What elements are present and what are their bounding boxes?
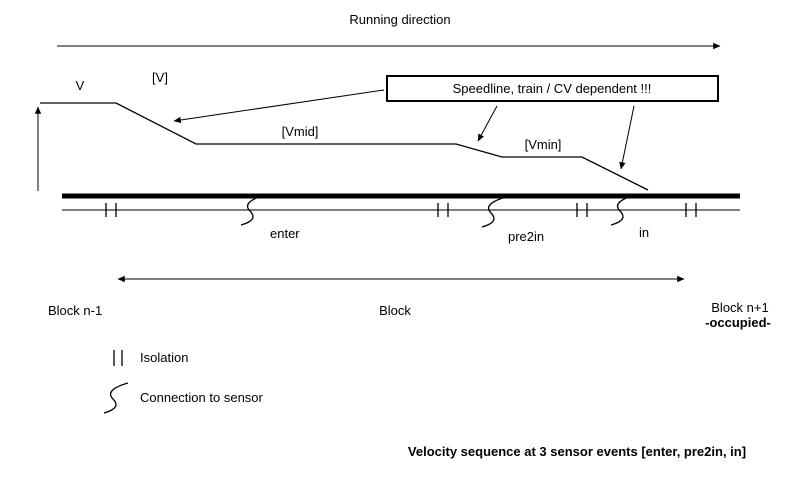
speedline-note-text: Speedline, train / CV dependent !!!	[453, 81, 652, 96]
note-pointer-arrow-2	[477, 105, 498, 142]
isolation-mark-4	[685, 203, 697, 217]
legend-isolation-icon	[113, 350, 123, 366]
legend-sensor-icon	[103, 382, 129, 414]
vmin-label: [Vmin]	[525, 137, 562, 152]
note-pointer-arrow-1	[173, 89, 385, 124]
legend-isolation-label: Isolation	[140, 350, 188, 365]
sensor-in-label: in	[639, 225, 649, 240]
isolation-mark-2	[437, 203, 449, 217]
vmid-label: [Vmid]	[282, 124, 319, 139]
v-label: [V]	[152, 70, 168, 85]
block-n-plus-1-label: Block n+1	[711, 300, 768, 315]
speedline-path	[40, 102, 649, 191]
note-pointer-arrow-3	[619, 105, 635, 170]
isolation-mark-3	[576, 203, 588, 217]
v-axis-label: V	[76, 78, 85, 93]
caption: Velocity sequence at 3 sensor events [en…	[408, 444, 746, 459]
isolation-mark-1	[105, 203, 117, 217]
block-label: Block	[379, 303, 411, 318]
block-n-minus-1-label: Block n-1	[48, 303, 102, 318]
legend-sensor-label: Connection to sensor	[140, 390, 264, 405]
sensor-enter-label: enter	[270, 226, 300, 241]
sensor-pre2in-label: pre2in	[508, 229, 544, 244]
speedline-note-box	[386, 75, 719, 102]
running-direction-label: Running direction	[349, 12, 450, 27]
sensor-connection-pre2in-icon	[481, 196, 507, 228]
occupied-label: -occupied-	[705, 315, 771, 330]
